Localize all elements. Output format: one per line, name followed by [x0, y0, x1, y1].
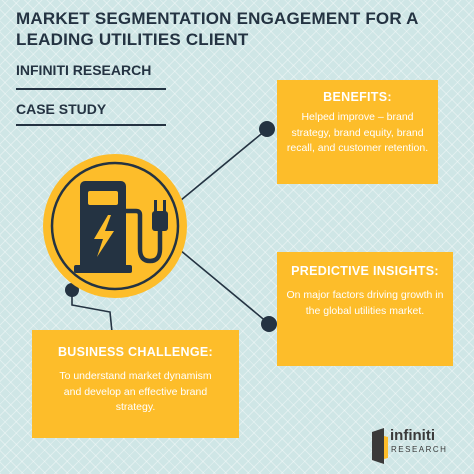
business-challenge-card: BUSINESS CHALLENGE: To understand market…	[32, 330, 239, 438]
predictive-insights-title: PREDICTIVE INSIGHTS:	[291, 264, 439, 278]
logo-mark-icon	[372, 428, 388, 464]
connector-line-insights	[179, 249, 269, 324]
connector-node-insights	[261, 316, 277, 332]
benefits-title: BENEFITS:	[323, 90, 392, 104]
divider	[16, 124, 166, 126]
company-name: INFINITI RESEARCH	[16, 62, 152, 78]
connector-node-benefits	[259, 121, 275, 137]
business-challenge-text: To understand market dynamism and develo…	[59, 370, 212, 413]
logo-subtext: RESEARCH	[391, 445, 448, 454]
predictive-insights-card: PREDICTIVE INSIGHTS: On major factors dr…	[277, 252, 453, 366]
ev-charging-station-icon	[43, 154, 187, 298]
benefits-card: BENEFITS: Helped improve – brand strateg…	[277, 80, 438, 184]
page-title: MARKET SEGMENTATION ENGAGEMENT FOR A LEA…	[16, 9, 418, 49]
case-study-label: CASE STUDY	[16, 101, 107, 117]
benefits-text: Helped improve – brand strategy, brand e…	[286, 111, 429, 154]
connector-line-benefits	[174, 129, 267, 206]
logo-wordmark: infiniti	[390, 427, 435, 444]
business-challenge-title: BUSINESS CHALLENGE:	[57, 345, 214, 359]
infiniti-logo: infiniti RESEARCH	[370, 426, 470, 466]
predictive-insights-text: On major factors driving growth in the g…	[286, 289, 444, 317]
divider	[16, 88, 166, 90]
connector-node-challenge	[65, 283, 79, 297]
